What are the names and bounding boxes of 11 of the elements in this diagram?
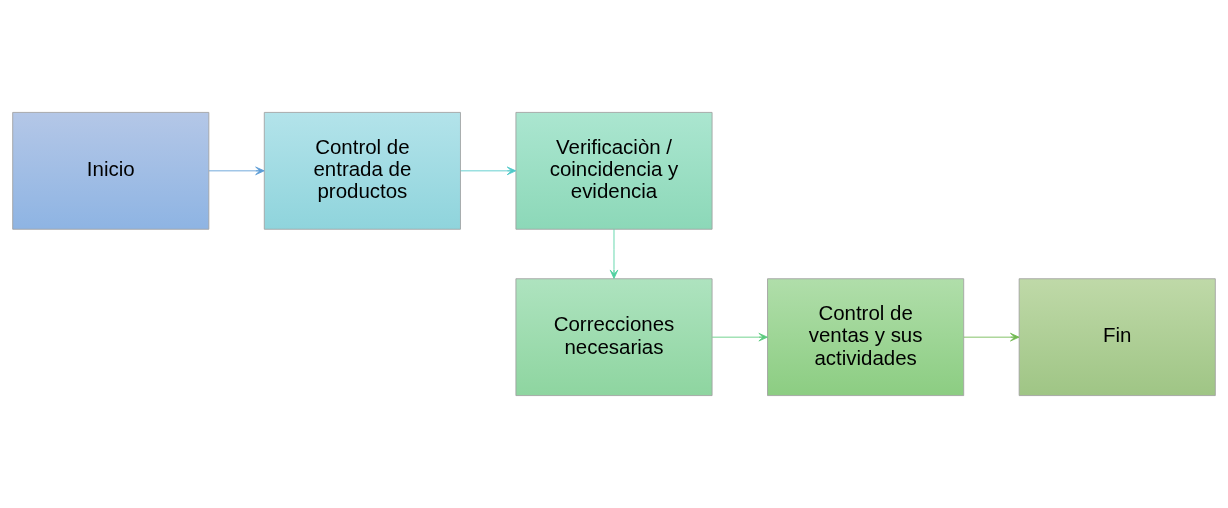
arrow: [460, 166, 517, 176]
node-box: Verificaciòn / coincidencia y evidencia: [515, 112, 713, 230]
arrow: [208, 166, 265, 176]
arrow: [963, 332, 1020, 342]
node-box: Control de entrada de productos: [263, 112, 461, 230]
arrow: [711, 332, 768, 342]
node-box: Inicio: [12, 112, 210, 230]
node-box: Correcciones necesarias: [515, 278, 713, 396]
node-box: Fin: [1018, 278, 1216, 396]
arrow: [609, 228, 619, 279]
node-box: Control de ventas y sus actividades: [767, 278, 965, 396]
